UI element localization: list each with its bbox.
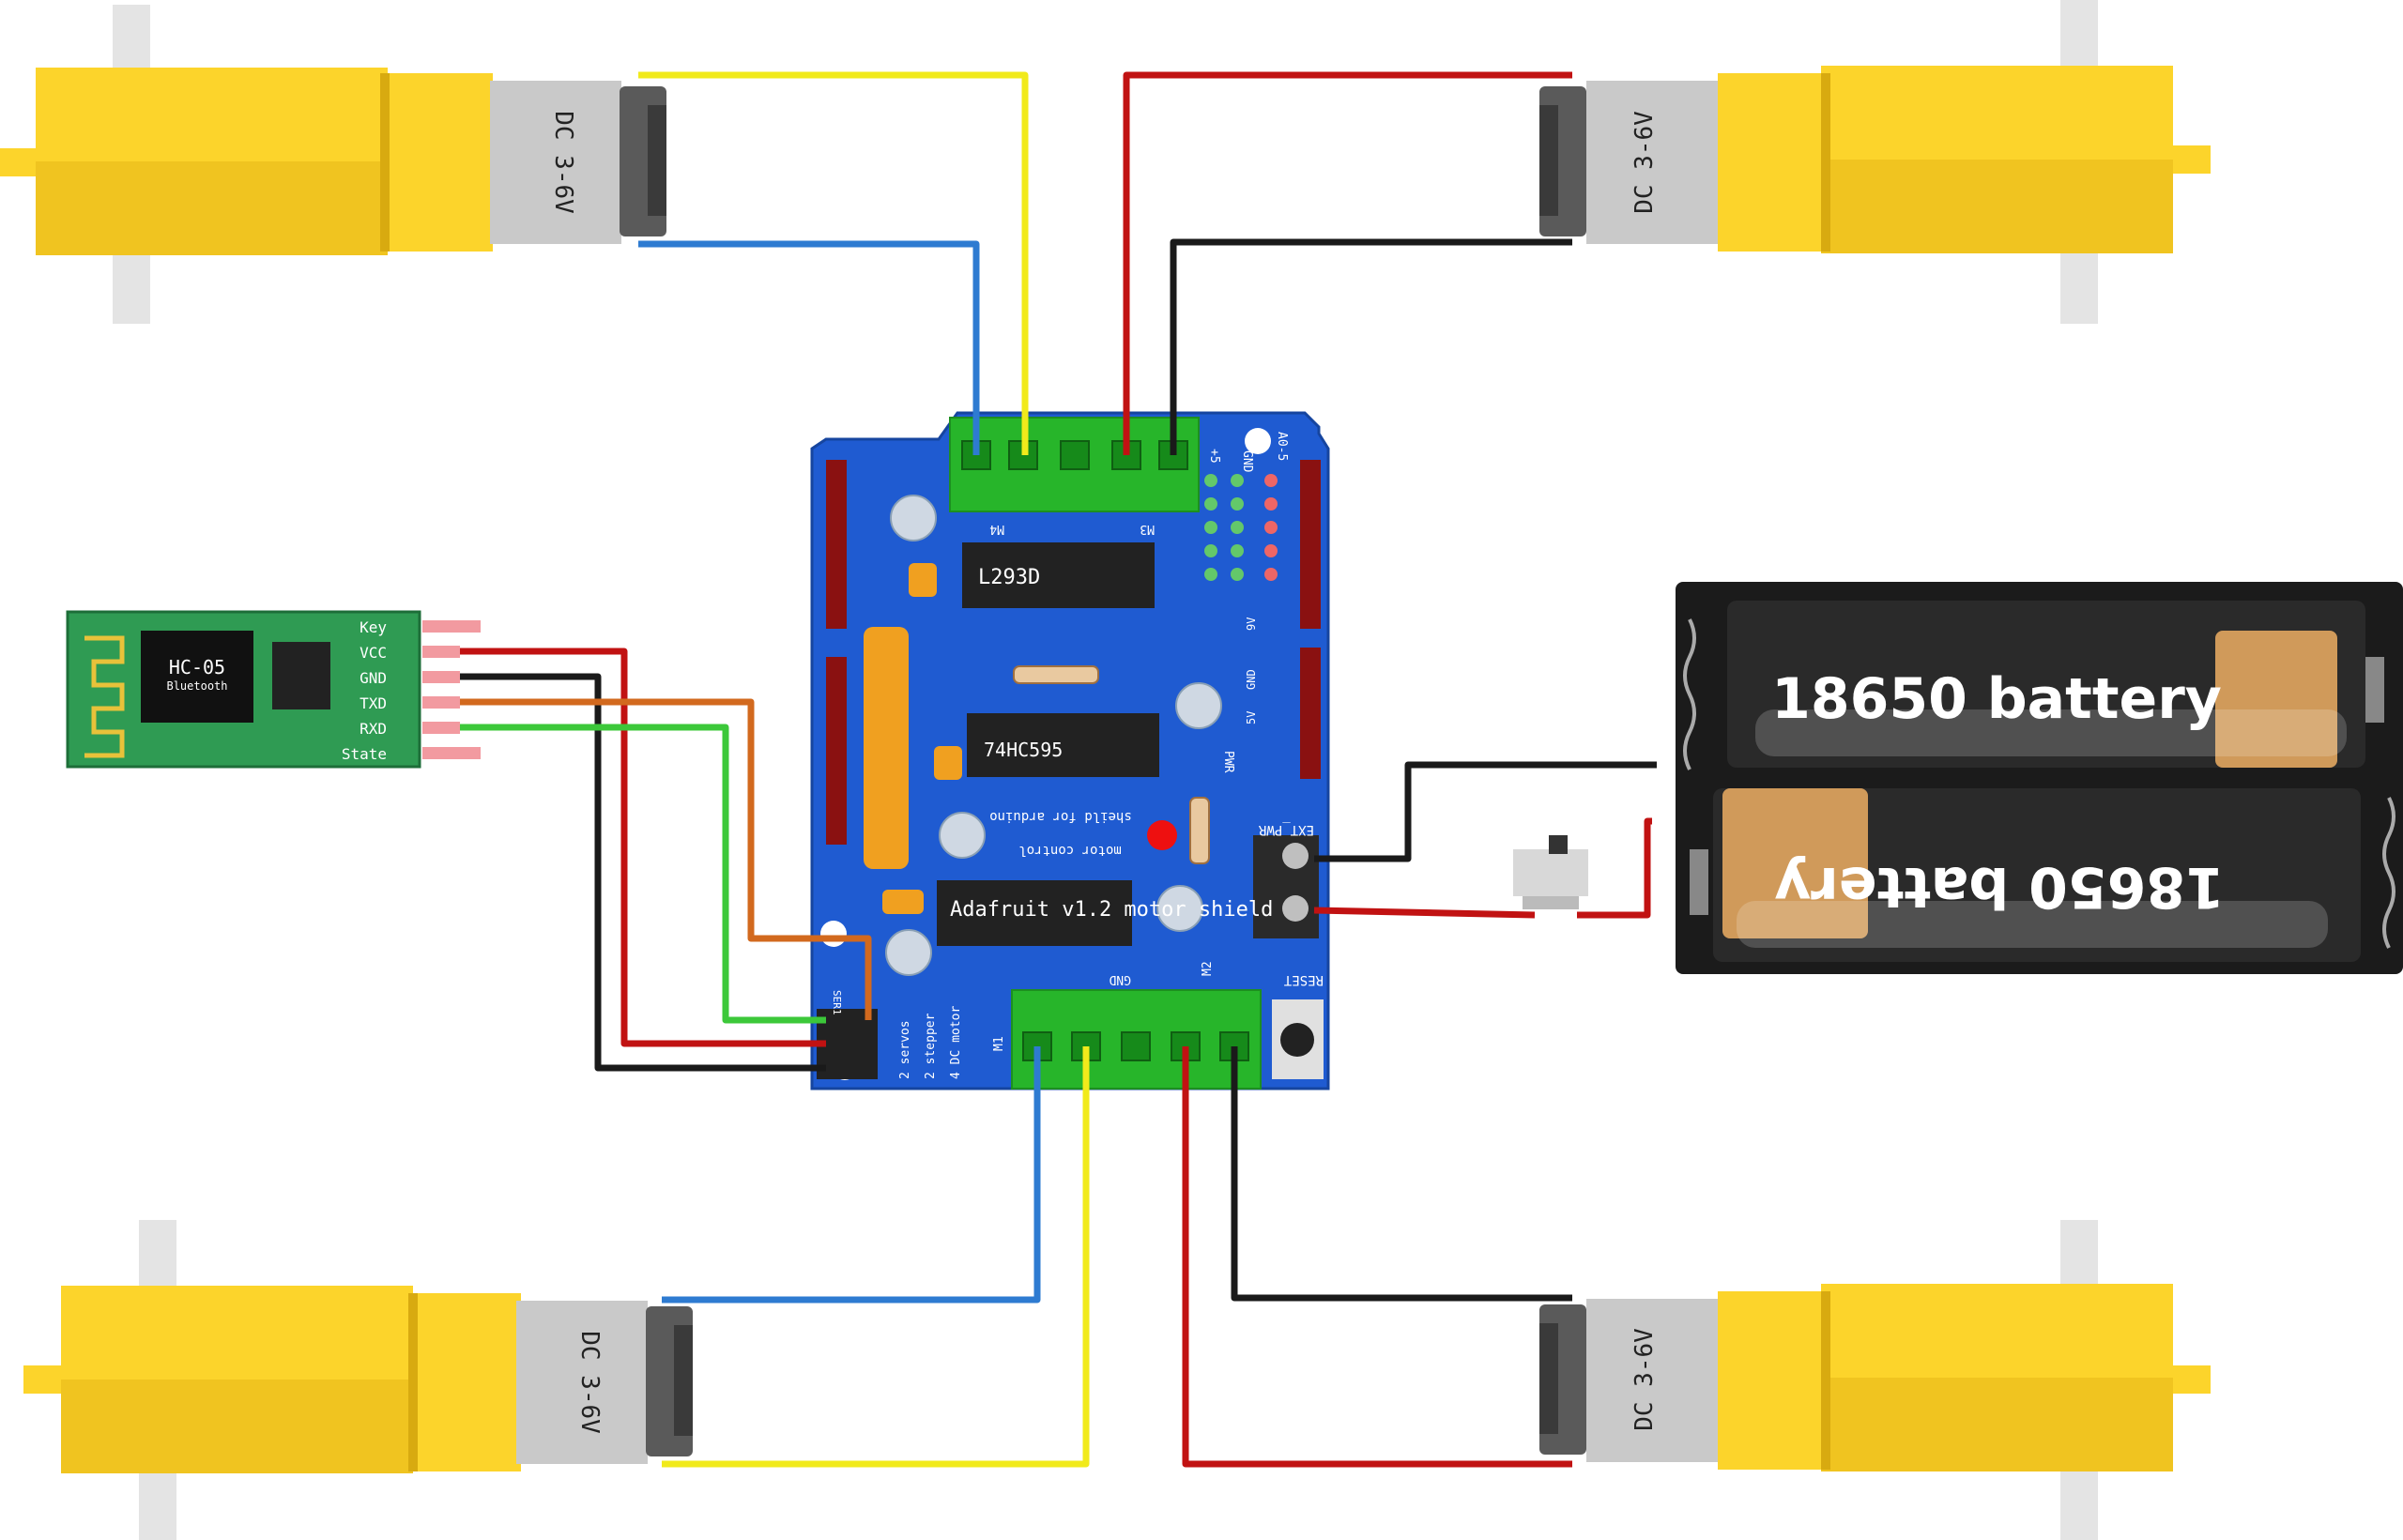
- motor-top-left: DC 3-6V: [0, 5, 666, 324]
- wire-green-rxd: [460, 724, 826, 1024]
- label-stepper: 2 stepper: [924, 1013, 938, 1079]
- motor-bottom-left-label: DC 3-6V: [575, 1331, 604, 1434]
- motor-shield: L293D 74HC595: [810, 411, 1330, 1090]
- label-reset: RESET: [1283, 972, 1324, 987]
- label-gnd-bottom: GND: [1109, 972, 1131, 986]
- hc05-pin-labels: Key VCC GND TXD RXD State: [342, 618, 388, 763]
- wire-orange-txd: [460, 698, 872, 1020]
- hc05-pin-key: Key: [360, 618, 387, 636]
- label-9v: 9V: [1245, 618, 1258, 631]
- wire-black-m2b: [1231, 1046, 1572, 1302]
- wire-red-switch-shield: [1313, 907, 1536, 919]
- shield-subtitle-1: sheild for arduino: [989, 809, 1132, 824]
- wire-red-battery-switch: [1577, 817, 1652, 919]
- hc05-pin-txd: TXD: [360, 694, 387, 712]
- label-pwr: PWR: [1221, 751, 1235, 773]
- label-dc-motor: 4 DC motor: [949, 1006, 963, 1079]
- shield-subtitle-2: motor control: [1018, 843, 1122, 858]
- wires: [460, 71, 1657, 1468]
- battery-cell-2-label: 18650 battery: [1774, 854, 2225, 920]
- hc05-pin-gnd: GND: [360, 669, 387, 687]
- motor-bottom-right-label: DC 3-6V: [1630, 1328, 1659, 1431]
- shield-title: Adafruit v1.2 motor shield: [950, 898, 1273, 922]
- motor-bottom-right: DC 3-6V: [1539, 1220, 2211, 1540]
- hc05-pin-state: State: [342, 745, 387, 763]
- power-switch: [1513, 835, 1588, 909]
- hc05-subtitle: Bluetooth: [166, 679, 227, 693]
- label-5v: +5: [1207, 449, 1221, 464]
- label-gnd-top: GND: [1240, 450, 1254, 473]
- hc05-pin-rxd: RXD: [360, 720, 387, 738]
- motor-bottom-left: DC 3-6V: [23, 1220, 693, 1540]
- label-m2: M2: [1201, 961, 1215, 976]
- hc05-pin-vcc: VCC: [360, 644, 387, 662]
- motor-top-right-label: DC 3-6V: [1630, 111, 1659, 214]
- battery-holder: 18650 battery 18650 battery: [1676, 582, 2403, 974]
- motor-top-right: DC 3-6V: [1539, 0, 2211, 324]
- wire-red-m2a: [1182, 1046, 1572, 1468]
- wire-yellow-m4a: [638, 71, 1029, 455]
- wire-blue-m4b: [638, 240, 980, 455]
- label-5v-pwr: 5V: [1245, 711, 1258, 724]
- label-gnd-pwr: GND: [1245, 669, 1258, 690]
- motor-top-left-label: DC 3-6V: [549, 111, 577, 214]
- wire-red-vcc: [460, 648, 826, 1047]
- label-m1: M1: [992, 1036, 1006, 1051]
- label-ext-pwr: EXT_PWR: [1258, 822, 1314, 837]
- wire-black-battery: [1314, 761, 1657, 862]
- hc05-module: HC-05 Bluetooth Key VCC GND TXD RXD Stat…: [66, 610, 481, 769]
- label-m4: M4: [989, 522, 1004, 536]
- battery-cell-1-label: 18650 battery: [1771, 666, 2222, 732]
- wire-red-m3a: [1123, 71, 1572, 455]
- wire-black-gnd: [460, 673, 826, 1072]
- hc05-model: HC-05: [169, 656, 225, 679]
- wire-yellow-m1b: [662, 1046, 1090, 1468]
- label-m3: M3: [1140, 522, 1155, 536]
- label-ser1: SER1: [831, 990, 843, 1015]
- chip-74hc595-label: 74HC595: [984, 739, 1063, 761]
- chip-l293d-label: L293D: [978, 566, 1040, 589]
- label-a05: A0-5: [1275, 432, 1289, 461]
- wire-black-m3b: [1170, 238, 1572, 455]
- label-servos: 2 servos: [898, 1020, 912, 1079]
- wire-blue-m1a: [662, 1046, 1041, 1304]
